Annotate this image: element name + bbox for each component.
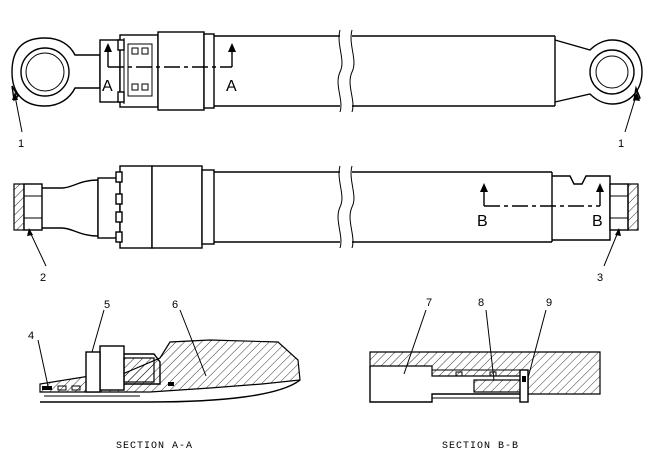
callout-9: 9 xyxy=(527,297,552,379)
cylinder-head-block xyxy=(99,31,215,111)
callout-8: 8 xyxy=(478,297,495,381)
callout-8-label: 8 xyxy=(478,297,484,309)
callout-2: 2 xyxy=(27,228,47,284)
section-a-mark-right: A xyxy=(226,78,237,95)
callout-5: 5 xyxy=(91,299,110,353)
callout-6: 6 xyxy=(172,299,207,377)
left-rod-eye xyxy=(11,37,101,107)
right-rod-eye xyxy=(554,39,643,105)
callout-1-right-label: 1 xyxy=(618,138,624,150)
callout-7: 7 xyxy=(403,297,432,375)
cylinder-barrel-top xyxy=(214,29,556,113)
section-b-mark-left: B xyxy=(477,213,488,230)
callout-3-label: 3 xyxy=(597,272,603,284)
section-a-caption: SECTION A-A xyxy=(116,441,193,452)
section-b-mark-right: B xyxy=(592,213,603,230)
section-b-view: 7 8 9 SECTION B-B xyxy=(369,297,601,452)
callout-4: 4 xyxy=(28,330,49,387)
callout-3: 3 xyxy=(597,228,621,284)
section-a-view: 4 5 6 SECTION A-A xyxy=(28,299,301,452)
section-a-mark-left: A xyxy=(102,78,113,95)
section-b-caption: SECTION B-B xyxy=(442,441,519,452)
callout-1-left: 1 xyxy=(12,92,24,150)
callout-5-label: 5 xyxy=(104,299,110,311)
middle-head-block xyxy=(97,165,215,249)
callout-9-label: 9 xyxy=(546,297,552,309)
middle-view: B B 2 3 xyxy=(13,165,639,284)
callout-1-left-label: 1 xyxy=(18,138,24,150)
top-view: A A 1 1 xyxy=(11,29,643,150)
section-b-cut-line: B B xyxy=(477,183,604,230)
callout-6-label: 6 xyxy=(172,299,178,311)
cylinder-barrel-middle xyxy=(214,165,553,249)
right-end-piece xyxy=(552,175,639,241)
callout-2-label: 2 xyxy=(40,272,46,284)
callout-1-right: 1 xyxy=(618,92,640,150)
callout-4-label: 4 xyxy=(28,330,34,342)
section-a-cut-line: A A xyxy=(102,43,237,95)
left-end-piece xyxy=(13,179,99,237)
callout-7-label: 7 xyxy=(426,297,432,309)
